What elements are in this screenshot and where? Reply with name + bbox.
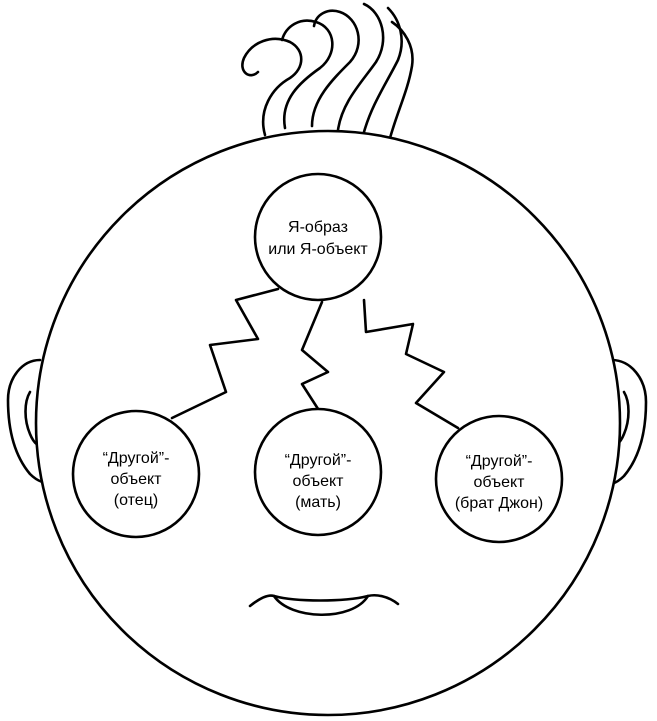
smile-mouth (248, 593, 400, 617)
connector-brother (362, 298, 460, 430)
mother-node-label-line1: “Другой”- (285, 452, 352, 469)
brother-node-circle (434, 414, 564, 544)
brother-node-label-line2: объект (474, 474, 526, 491)
father-node: “Другой”- объект (отец) (71, 409, 201, 539)
connector-father (170, 287, 280, 420)
brother-node-label-line1: “Другой”- (466, 453, 533, 470)
brother-node: “Другой”- объект (брат Джон) (434, 414, 564, 544)
self-node-label-line1: Я-образ (288, 219, 348, 236)
connector-mother (300, 300, 330, 414)
father-node-label-line3: (отец) (114, 492, 158, 509)
brother-node-label-line3: (брат Джон) (455, 495, 543, 512)
mother-node-label-line3: (мать) (295, 494, 341, 511)
father-node-label-line1: “Другой”- (103, 450, 170, 467)
self-node-label-line2: или Я-объект (268, 241, 368, 258)
father-node-circle (71, 409, 201, 539)
connectors (170, 287, 460, 430)
mother-node-circle (253, 407, 383, 537)
self-node: Я-образ или Я-объект (253, 172, 383, 302)
hair-tuft (241, 2, 414, 140)
mother-node-label-line2: объект (293, 473, 345, 490)
self-node-circle (253, 172, 383, 302)
mother-node: “Другой”- объект (мать) (253, 407, 383, 537)
father-node-label-line2: объект (111, 471, 163, 488)
